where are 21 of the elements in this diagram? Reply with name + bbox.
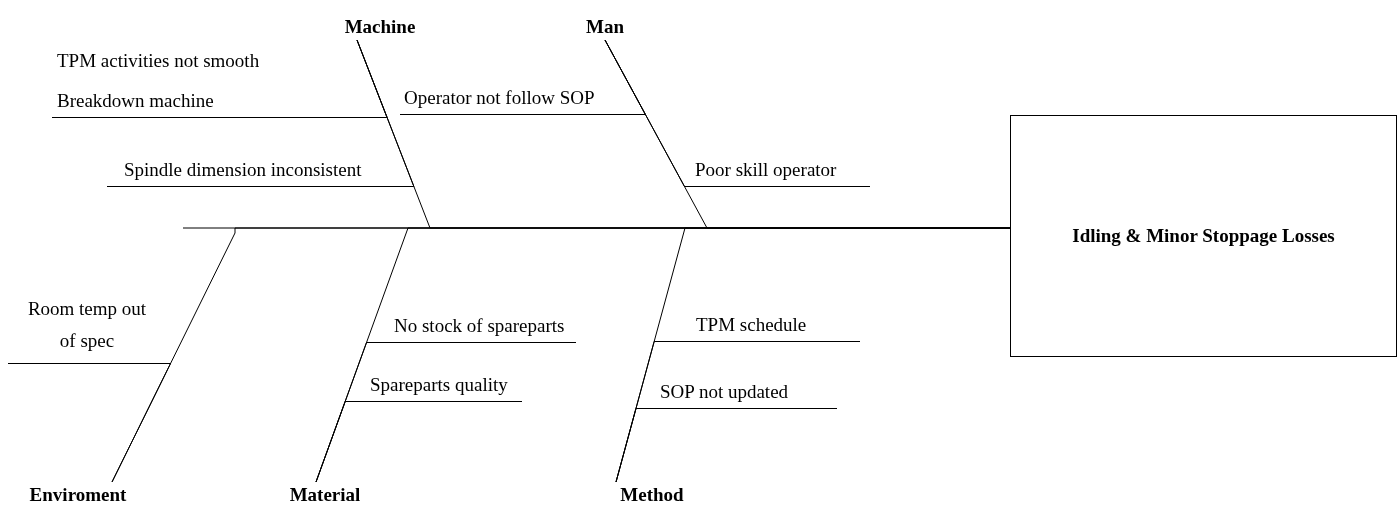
category-label: Man [575, 14, 635, 40]
cause-label: Operator not follow SOP [400, 85, 624, 115]
cause-label: TPM activities not smooth [57, 48, 327, 74]
cause-label: Room temp out of spec [8, 298, 166, 364]
bone-line [615, 408, 653, 483]
bone-line [315, 401, 363, 483]
bone-line [604, 39, 691, 187]
category-label: Enviroment [20, 482, 136, 508]
cause-label: SOP not updated [652, 379, 837, 409]
cause-label: No stock of spareparts [386, 313, 576, 343]
category-label: Method [612, 482, 692, 508]
cause-label: Poor skill operator [690, 157, 870, 187]
category-label: Machine [335, 14, 425, 40]
cause-label: Spindle dimension inconsistent [107, 157, 397, 187]
cause-label: Spareparts quality [362, 372, 522, 402]
bone-line [356, 39, 415, 187]
effect-box: Idling & Minor Stoppage Losses [1010, 115, 1397, 357]
bone-line [111, 363, 172, 483]
cause-label: TPM schedule [668, 312, 860, 342]
category-label: Material [280, 482, 370, 508]
cause-label: Breakdown machine [52, 88, 370, 118]
